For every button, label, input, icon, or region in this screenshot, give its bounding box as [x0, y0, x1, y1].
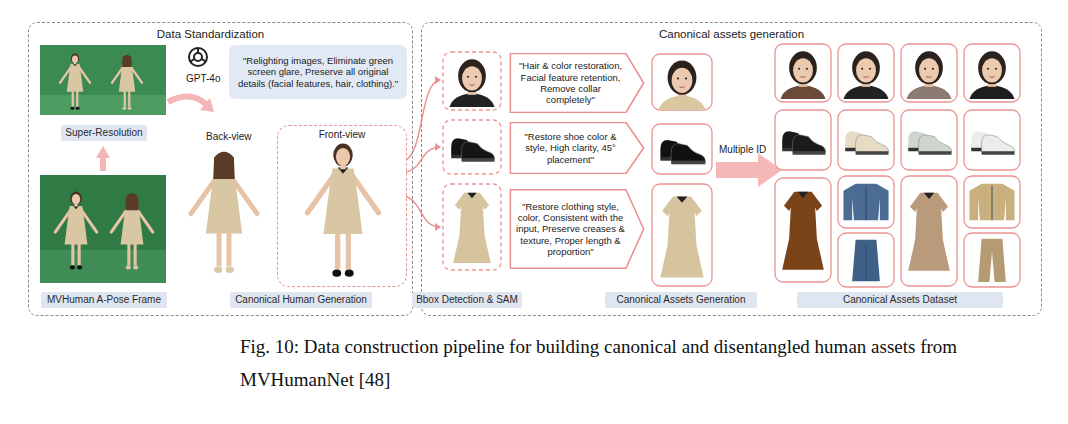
step-label: Canonical Assets Generation — [605, 292, 757, 308]
section-title: Data Standardization — [29, 23, 412, 40]
node-text: Super-Resolution — [65, 125, 143, 141]
node-text: Bbox Detection & SAM — [416, 292, 518, 308]
gpt-logo — [189, 48, 207, 66]
prompt-arrow: "Hair & color restoration, Facial featur… — [509, 53, 645, 113]
step-label: Bbox Detection & SAM — [412, 292, 522, 308]
node-text: Canonical Human Generation — [234, 292, 368, 308]
annotation-label: GPT-4o — [186, 73, 220, 84]
green-screen-frames — [40, 45, 166, 283]
prompt-arrow: "Restore clothing style, color, Consiste… — [509, 189, 645, 269]
step-label: Super-Resolution — [61, 125, 147, 141]
annotation-label: Multiple ID — [719, 144, 766, 155]
annotation-label: Back-view — [206, 131, 252, 142]
crop-heads — [435, 76, 441, 231]
node-text: "Restore clothing style, color, Consiste… — [516, 201, 625, 258]
section-title: Canonical assets generation — [422, 23, 1041, 40]
node-text: "Restore shoe color & style, High clarit… — [516, 131, 625, 165]
node-text: "Relighting images, Eliminate green scre… — [236, 55, 400, 89]
node-text: "Hair & color restoration, Facial featur… — [516, 60, 625, 106]
canonical-humans — [191, 144, 379, 277]
section-panel: Canonical assets generation "Hair & color… — [421, 22, 1042, 316]
assets-dataset — [775, 44, 1020, 287]
arrow-shape — [510, 54, 643, 113]
view-box: Front-view — [277, 125, 407, 287]
step-label: Canonical Assets Dataset — [797, 292, 1003, 308]
step-label: Canonical Human Generation — [230, 292, 372, 308]
section-panel: Data Standardization "Relighting images, … — [28, 22, 413, 316]
crop-leaders — [406, 80, 440, 227]
figure-caption: Fig. 10: Data construction pipeline for … — [240, 330, 1025, 396]
prompt-arrow: "Restore shoe color & style, High clarit… — [509, 122, 645, 174]
crop-boxes — [443, 52, 501, 270]
node-text: Canonical Assets Generation — [609, 292, 753, 308]
prompt-box: "Relighting images, Eliminate green scre… — [229, 45, 407, 99]
arrow-shape — [510, 123, 643, 174]
node-text: Canonical Assets Dataset — [801, 292, 999, 308]
canonical-outputs — [652, 54, 712, 286]
step-label: MVHuman A-Pose Frame — [41, 292, 167, 308]
node-text: MVHuman A-Pose Frame — [45, 292, 163, 308]
arrow-shape — [510, 190, 643, 268]
node-text: Front-view — [278, 129, 406, 140]
